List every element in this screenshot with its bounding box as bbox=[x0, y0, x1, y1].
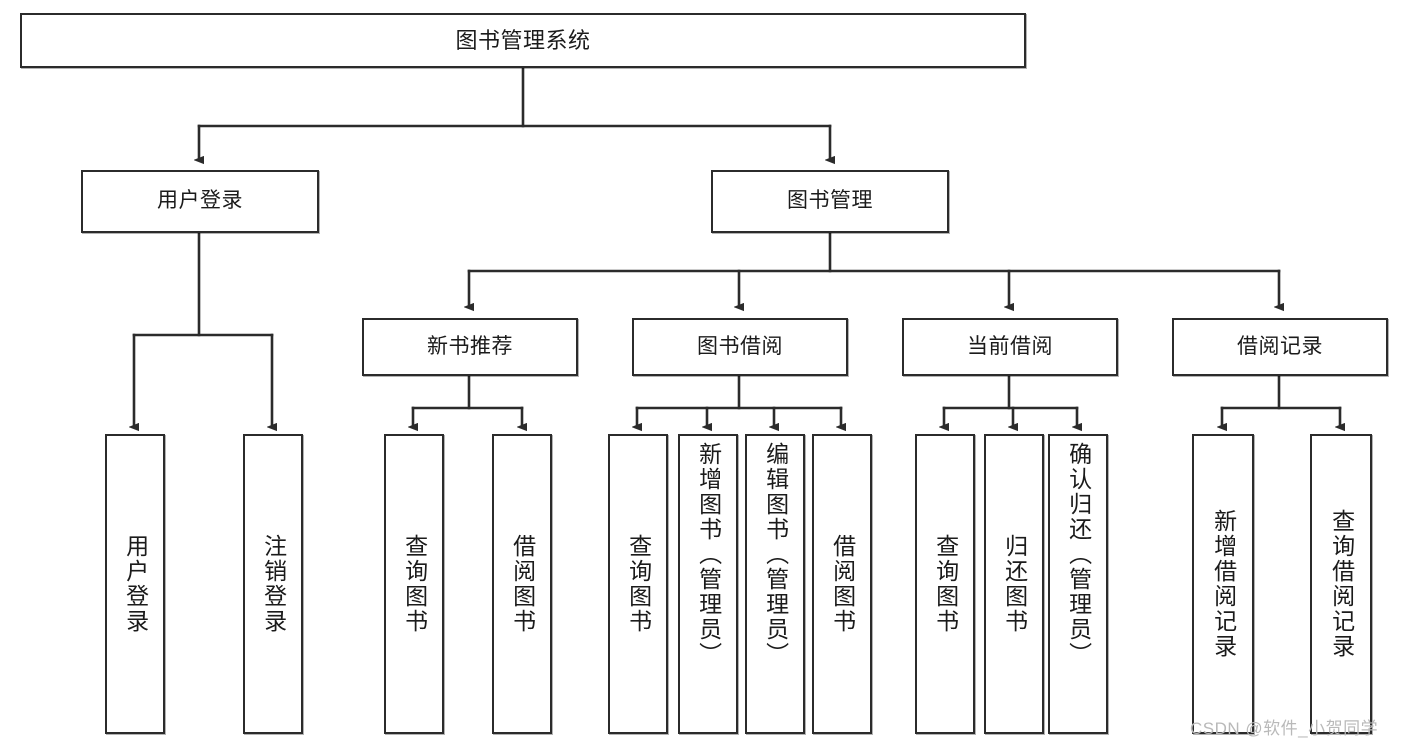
node-label: 用户登录 bbox=[157, 189, 243, 213]
node-label: 图书管理系统 bbox=[455, 27, 591, 53]
node-label: 新增借阅记录 bbox=[1210, 509, 1237, 659]
node-root-book-management-system[interactable]: 图书管理系统 bbox=[20, 13, 1026, 68]
node-label: 新书推荐 bbox=[427, 334, 513, 358]
leaf-current-borrow-query-book[interactable]: 查询图书 bbox=[915, 434, 975, 734]
node-label: 编辑图书（管理员） bbox=[762, 442, 789, 667]
leaf-book-borrow-query-book[interactable]: 查询图书 bbox=[608, 434, 668, 734]
node-label: 借阅图书 bbox=[509, 534, 536, 634]
node-label: 归还图书 bbox=[1001, 534, 1028, 634]
node-label: 新增图书（管理员） bbox=[695, 442, 722, 667]
leaf-current-borrow-return-book[interactable]: 归还图书 bbox=[984, 434, 1044, 734]
node-label: 确认归还（管理员） bbox=[1065, 442, 1092, 667]
leaf-book-borrow-borrow-book[interactable]: 借阅图书 bbox=[812, 434, 872, 734]
node-book-borrow[interactable]: 图书借阅 bbox=[632, 318, 848, 376]
leaf-current-borrow-confirm-return-admin[interactable]: 确认归还（管理员） bbox=[1048, 434, 1108, 734]
node-label: 图书借阅 bbox=[697, 334, 783, 358]
leaf-borrow-record-add-record[interactable]: 新增借阅记录 bbox=[1192, 434, 1254, 734]
node-user-login[interactable]: 用户登录 bbox=[81, 170, 319, 233]
node-label: 借阅图书 bbox=[829, 534, 856, 634]
csdn-watermark: CSDN @软件_小贺同学 bbox=[1190, 719, 1379, 738]
node-label: 查询图书 bbox=[932, 534, 959, 634]
leaf-user-login-logout[interactable]: 注销登录 bbox=[243, 434, 303, 734]
leaf-user-login-login[interactable]: 用户登录 bbox=[105, 434, 165, 734]
node-book-management[interactable]: 图书管理 bbox=[711, 170, 949, 233]
node-new-book-recommend[interactable]: 新书推荐 bbox=[362, 318, 578, 376]
leaf-book-borrow-add-book-admin[interactable]: 新增图书（管理员） bbox=[678, 434, 738, 734]
leaf-book-borrow-edit-book-admin[interactable]: 编辑图书（管理员） bbox=[745, 434, 805, 734]
leaf-new-book-query-book[interactable]: 查询图书 bbox=[384, 434, 444, 734]
node-label: 查询图书 bbox=[625, 534, 652, 634]
node-label: 借阅记录 bbox=[1237, 334, 1323, 358]
node-borrow-record[interactable]: 借阅记录 bbox=[1172, 318, 1388, 376]
node-label: 查询借阅记录 bbox=[1328, 509, 1355, 659]
node-label: 用户登录 bbox=[122, 534, 149, 634]
node-label: 图书管理 bbox=[787, 189, 873, 213]
leaf-borrow-record-query-record[interactable]: 查询借阅记录 bbox=[1310, 434, 1372, 734]
node-current-borrow[interactable]: 当前借阅 bbox=[902, 318, 1118, 376]
leaf-new-book-borrow-book[interactable]: 借阅图书 bbox=[492, 434, 552, 734]
node-label: 查询图书 bbox=[401, 534, 428, 634]
node-label: 注销登录 bbox=[260, 534, 287, 634]
node-label: 当前借阅 bbox=[967, 334, 1053, 358]
